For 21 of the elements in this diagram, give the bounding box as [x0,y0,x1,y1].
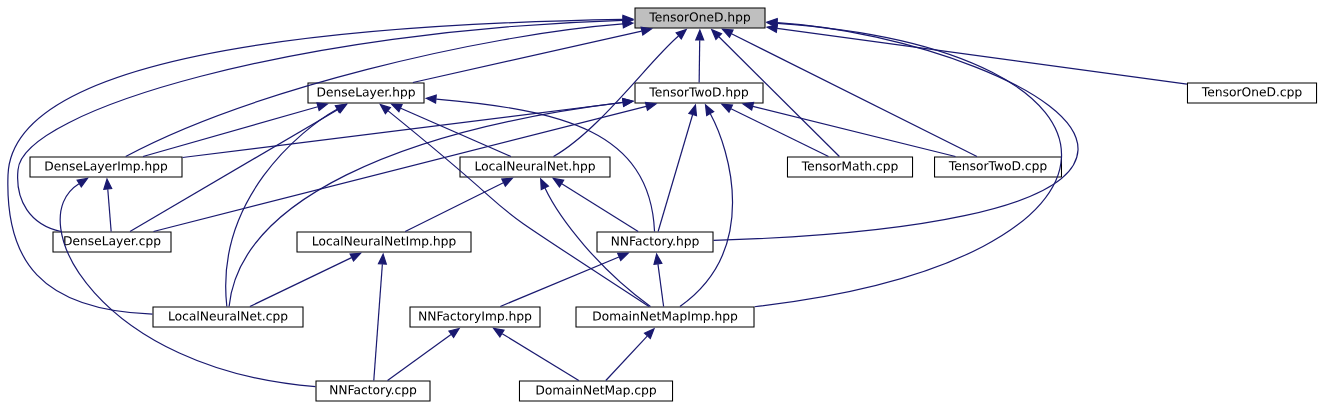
file-box: DomainNetMapImp.hpp [575,306,755,328]
file-box: TensorTwoD.cpp [934,156,1062,178]
file-box: NNFactory.hpp [596,231,714,253]
file-box: TensorTwoD.hpp [634,82,764,104]
file-box: LocalNeuralNet.hpp [459,156,611,178]
file-box: TensorOneD.hpp [634,7,766,29]
file-box: DenseLayer.cpp [52,231,172,253]
file-box: NNFactoryImp.hpp [409,306,541,328]
arrow [390,103,512,158]
arrow [60,177,317,388]
file-box: LocalNeuralNetImp.hpp [296,231,472,253]
file-box: DenseLayerImp.hpp [29,156,183,178]
file-box: TensorOneD.cpp [1186,82,1318,104]
file-box: DomainNetMap.cpp [518,380,674,402]
file-box: LocalNeuralNet.cpp [152,306,304,328]
arrow [721,28,978,158]
file-box: DenseLayer.hpp [307,82,425,104]
arrow [142,102,329,158]
file-box: NNFactory.cpp [315,380,431,402]
file-box: TensorMath.cpp [786,156,914,178]
arrow [753,18,1063,308]
